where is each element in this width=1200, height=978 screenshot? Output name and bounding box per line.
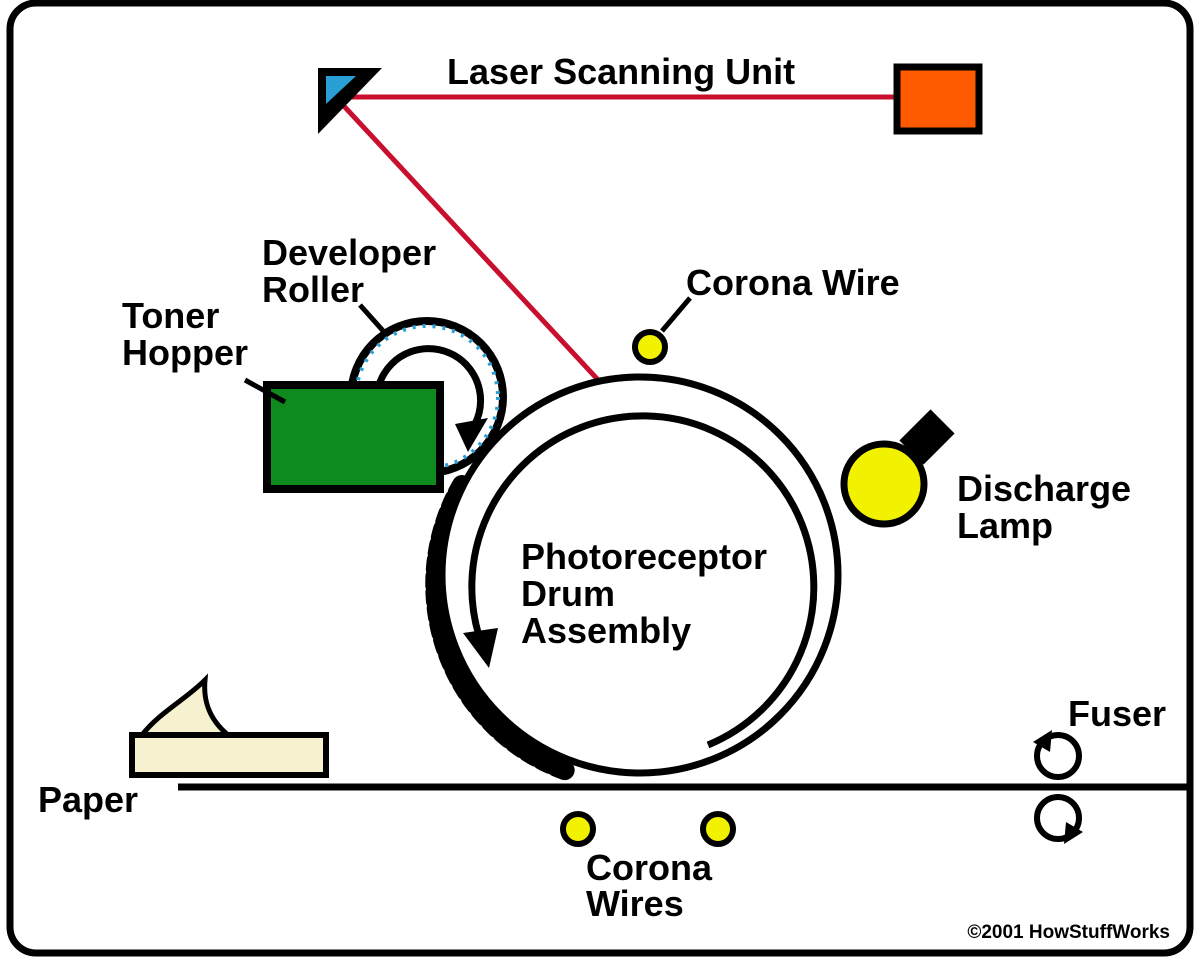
developer-roller-label-line1: Developer (262, 232, 436, 273)
corona-wire-left-icon (560, 811, 596, 847)
mirror-icon (318, 68, 382, 134)
developer-roller-label: Developer Roller (262, 232, 446, 310)
developer-roller-label-line2: Roller (262, 269, 364, 310)
corona-wires-bottom: Corona Wires (560, 811, 736, 924)
developer-roller-leader (358, 303, 387, 335)
corona-wire-top: Corona Wire (632, 262, 900, 365)
discharge-lamp-label: Discharge Lamp (957, 468, 1141, 546)
copyright-text: ©2001 HowStuffWorks (967, 922, 1170, 943)
paper-stack (129, 732, 329, 778)
photoreceptor-drum-label: Photoreceptor Drum Assembly (521, 536, 777, 651)
laser-source (893, 63, 983, 135)
corona-wire-icon (632, 329, 668, 365)
fuser-label: Fuser (1068, 693, 1166, 734)
corona-wire-leader (660, 296, 692, 333)
drum-toner-teeth (425, 475, 580, 782)
corona-wires-label-line1: Corona (586, 847, 713, 888)
corona-wire-right-icon (700, 811, 736, 847)
corona-wire-label: Corona Wire (686, 262, 900, 303)
discharge-lamp-bulb-icon (840, 440, 928, 528)
corona-wires-label: Corona Wires (586, 847, 722, 924)
photoreceptor-drum-label-line3: Assembly (521, 610, 691, 651)
paper: Paper (38, 673, 329, 820)
toner-hopper-box (263, 381, 444, 493)
photoreceptor-drum: Photoreceptor Drum Assembly (425, 373, 842, 782)
toner-hopper-label-line1: Toner (122, 295, 219, 336)
paper-curled-sheet (136, 673, 235, 738)
toner-hopper-label: Toner Hopper (122, 295, 248, 373)
discharge-lamp-label-line1: Discharge (957, 468, 1131, 509)
corona-wires-label-line2: Wires (586, 883, 684, 924)
fuser: Fuser (1033, 693, 1166, 844)
discharge-lamp-label-line2: Lamp (957, 505, 1053, 546)
discharge-lamp: Discharge Lamp (840, 409, 1141, 546)
drum-rotation-arc (468, 412, 818, 749)
paper-label: Paper (38, 779, 138, 820)
photoreceptor-drum-label-line2: Drum (521, 573, 615, 614)
laser-scanning-unit-label: Laser Scanning Unit (447, 51, 795, 92)
toner-hopper-leader (243, 377, 287, 405)
drum-outer-rim (438, 373, 842, 777)
developer-roller-arrow-icon (455, 418, 488, 452)
developer-roller-rotation-arc (376, 345, 485, 435)
laser-scanning-unit: Laser Scanning Unit (318, 51, 983, 384)
fuser-bottom-arrow-icon (1064, 822, 1083, 844)
discharge-lamp-socket (899, 409, 955, 465)
toner-hopper: Toner Hopper (122, 295, 444, 493)
toner-hopper-label-line2: Hopper (122, 332, 248, 373)
fuser-top-arrow-icon (1033, 730, 1052, 752)
laser-beam-to-drum (340, 102, 602, 384)
photoreceptor-drum-label-line1: Photoreceptor (521, 536, 767, 577)
drum-rotation-arrow-icon (463, 628, 498, 668)
